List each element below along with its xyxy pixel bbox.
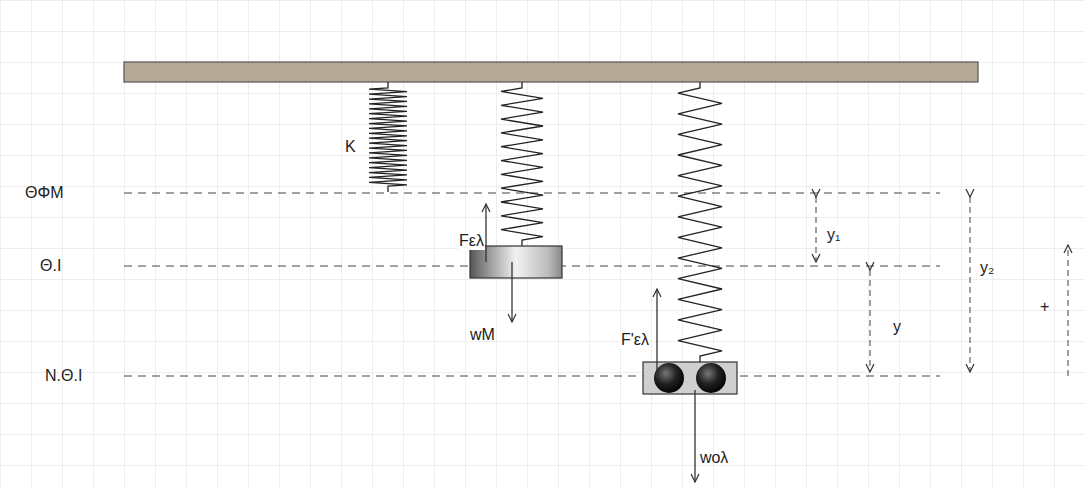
label: + [1040, 298, 1049, 316]
spring [369, 82, 407, 192]
label: y [893, 318, 901, 336]
body [654, 363, 684, 393]
spring [501, 82, 543, 246]
ceiling [124, 62, 978, 82]
label: K [345, 138, 356, 156]
springs [369, 82, 722, 362]
label: wολ [700, 449, 728, 467]
label: y₁ [826, 226, 841, 244]
label: Ν.Θ.Ι [45, 367, 82, 385]
label: Fελ [458, 232, 485, 250]
label: Θ.Ι [40, 257, 61, 275]
mass-block [470, 246, 562, 278]
spring [678, 82, 722, 362]
label: ΘΦΜ [25, 184, 64, 202]
dimension-arrows [816, 197, 1068, 376]
force-arrows [486, 204, 695, 482]
label: wM [470, 326, 495, 344]
label: F'ελ [620, 331, 650, 349]
label: y₂ [980, 259, 994, 277]
body [696, 363, 726, 393]
